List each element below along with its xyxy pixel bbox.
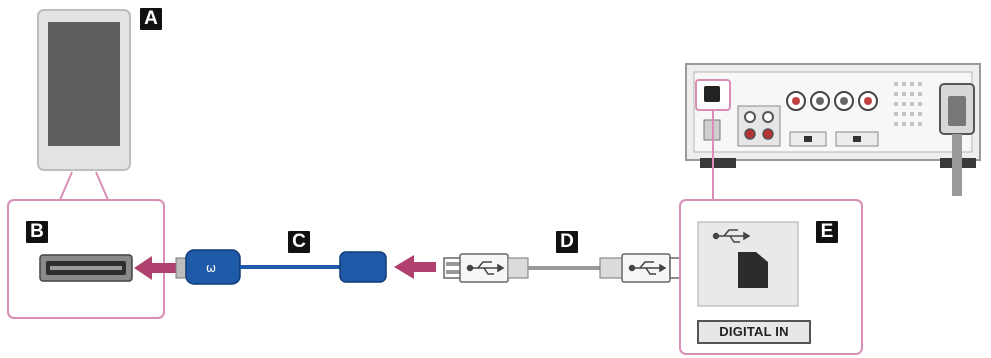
cable-d xyxy=(443,253,685,283)
amplifier-rear-panel xyxy=(685,63,981,196)
label-e: E xyxy=(816,221,838,243)
usb-b-port xyxy=(738,252,768,288)
arrow-left-icon xyxy=(394,255,436,279)
walkman-logo-icon: ω xyxy=(206,261,216,275)
usb-icon xyxy=(466,261,505,275)
arrow-left-icon xyxy=(134,256,176,280)
multi-port-connector xyxy=(39,254,133,282)
label-c: C xyxy=(288,231,310,253)
usb-icon xyxy=(712,229,751,243)
cable-c: ω xyxy=(175,249,387,285)
label-a: A xyxy=(140,8,162,30)
label-b: B xyxy=(26,221,48,243)
callout-b-connector xyxy=(59,171,109,201)
usb-icon xyxy=(628,261,667,275)
digital-in-label: DIGITAL IN xyxy=(697,320,811,344)
label-d: D xyxy=(556,231,578,253)
smartphone xyxy=(37,9,131,171)
